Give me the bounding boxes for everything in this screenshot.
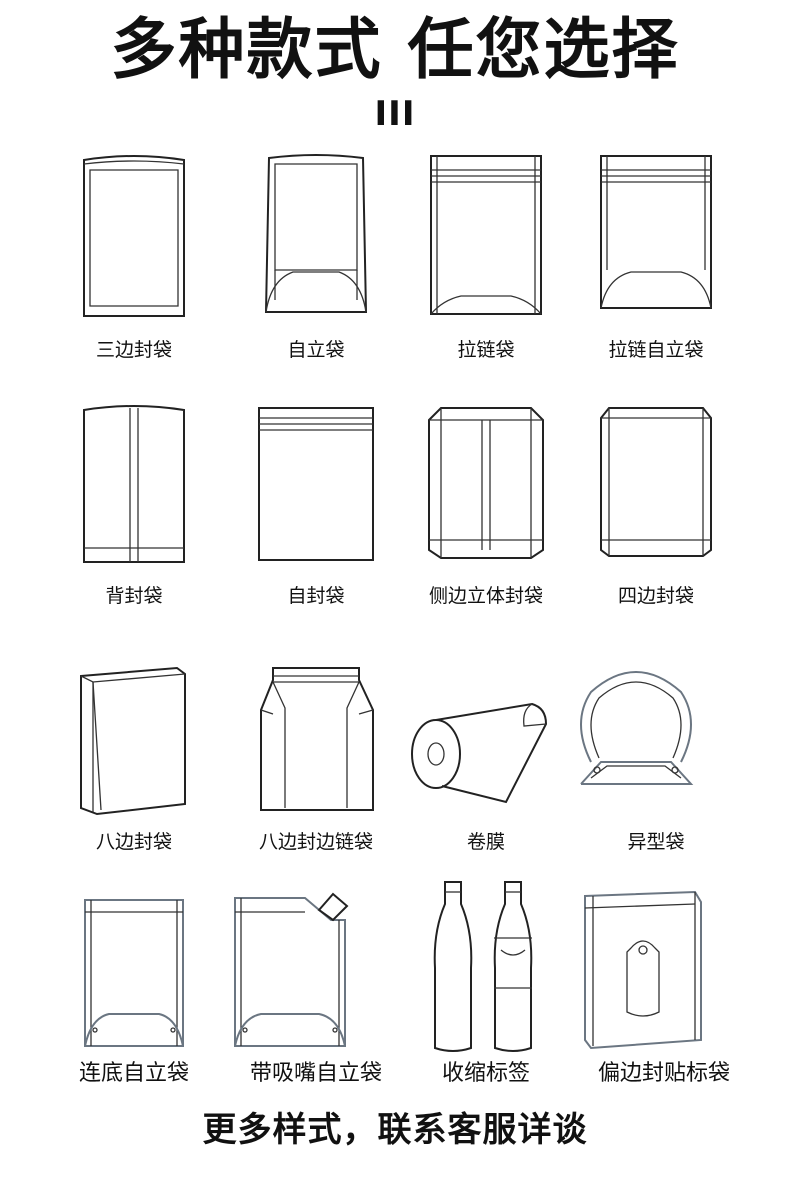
item-zipper-bag: 拉链袋 — [396, 150, 576, 370]
three-side-seal-bag-icon — [83, 155, 185, 317]
roll-film-icon — [411, 702, 548, 804]
item-spout-pouch: 带吸嘴自立袋 — [226, 890, 406, 1110]
back-seal-bag-icon — [83, 405, 185, 563]
item-label: 卷膜 — [466, 831, 505, 853]
spout-pouch-icon — [234, 892, 349, 1047]
item-label: 拉链袋 — [457, 339, 515, 361]
zipper-stand-up-pouch-icon — [600, 155, 712, 309]
item-label: 异型袋 — [627, 831, 685, 853]
item-label: 收缩标签 — [441, 1061, 530, 1086]
item-label: 三边封袋 — [95, 339, 172, 361]
item-shrink-sleeve-label: 收缩标签 — [396, 878, 576, 1108]
item-label: 八边封边链袋 — [258, 831, 373, 853]
eight-side-zipper-bag-icon — [260, 667, 374, 811]
item-label: 拉链自立袋 — [608, 339, 704, 361]
item-roll-film: 卷膜 — [396, 662, 576, 882]
item-label: 八边封袋 — [95, 831, 172, 853]
shaped-bag-icon — [580, 671, 694, 785]
item-label: 带吸嘴自立袋 — [249, 1061, 382, 1086]
zipper-bag-icon — [430, 155, 542, 315]
page-title: 多种款式 任您选择 — [110, 11, 680, 88]
shrink-sleeve-label-icon — [433, 881, 533, 1052]
four-side-seal-bag-icon — [600, 407, 712, 557]
divider-mark: III — [374, 94, 416, 134]
item-label: 连底自立袋 — [78, 1061, 189, 1086]
offset-seal-hang-tag-bag-icon — [584, 890, 702, 1050]
footer-text: 更多样式，联系客服详谈 — [202, 1110, 588, 1150]
item-label: 自立袋 — [287, 339, 345, 361]
item-label: 侧边立体封袋 — [428, 585, 543, 607]
item-label: 背封袋 — [105, 585, 163, 607]
self-seal-bag-icon — [258, 407, 374, 561]
eight-side-seal-bag-icon — [80, 666, 186, 816]
item-bottom-gusset-stand-up-pouch: 连底自立袋 — [44, 890, 224, 1110]
stand-up-pouch-icon — [264, 154, 368, 313]
item-eight-side-zipper-bag: 八边封边链袋 — [226, 662, 406, 882]
item-stand-up-pouch: 自立袋 — [226, 150, 406, 370]
item-self-seal-bag: 自封袋 — [226, 400, 406, 620]
item-label: 偏边封贴标袋 — [597, 1061, 730, 1086]
item-shaped-bag: 异型袋 — [566, 662, 746, 882]
item-eight-side-seal-bag: 八边封袋 — [44, 662, 224, 882]
item-label: 自封袋 — [287, 585, 345, 607]
bottom-gusset-stand-up-pouch-icon — [84, 899, 184, 1047]
item-three-side-seal-bag: 三边封袋 — [44, 150, 224, 370]
item-offset-seal-hang-tag-bag: 偏边封贴标袋 — [574, 890, 754, 1110]
item-back-seal-bag: 背封袋 — [44, 400, 224, 620]
item-four-side-seal-bag: 四边封袋 — [566, 400, 746, 620]
item-side-gusset-bag: 侧边立体封袋 — [396, 400, 576, 620]
item-zipper-stand-up-pouch: 拉链自立袋 — [566, 150, 746, 370]
side-gusset-bag-icon — [428, 407, 544, 559]
item-label: 四边封袋 — [617, 585, 694, 607]
